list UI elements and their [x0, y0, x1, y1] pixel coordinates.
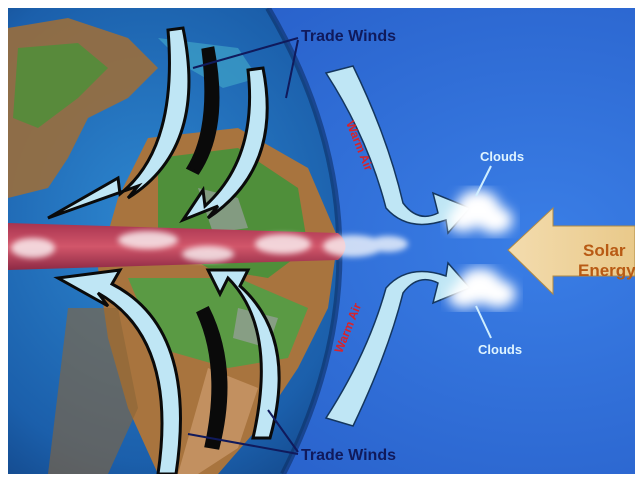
clouds-label-bottom: Clouds — [478, 342, 522, 357]
leader-lines — [187, 37, 299, 455]
warm-air-arrow-bottom — [324, 261, 472, 427]
trade-winds-label-bottom: Trade Winds — [301, 447, 396, 464]
cloud-bottom — [448, 268, 516, 308]
solar-energy-arrow — [507, 206, 635, 296]
equator-clouds — [11, 231, 408, 262]
trade-wind-arrows-north — [47, 26, 269, 224]
cloud-top — [447, 190, 513, 234]
solar-label-line2: Energy — [578, 261, 635, 280]
trade-wind-arrows-south — [53, 268, 281, 474]
trade-winds-diagram: Trade Winds Trade Winds Warm Air Warm Ai… — [8, 8, 635, 474]
trade-winds-label-top: Trade Winds — [301, 28, 396, 45]
diagram-frame: Trade Winds Trade Winds Warm Air Warm Ai… — [8, 8, 635, 474]
clouds-label-top: Clouds — [480, 149, 524, 164]
equator-warm-band — [8, 223, 346, 270]
solar-label-line1: Solar — [583, 241, 626, 260]
